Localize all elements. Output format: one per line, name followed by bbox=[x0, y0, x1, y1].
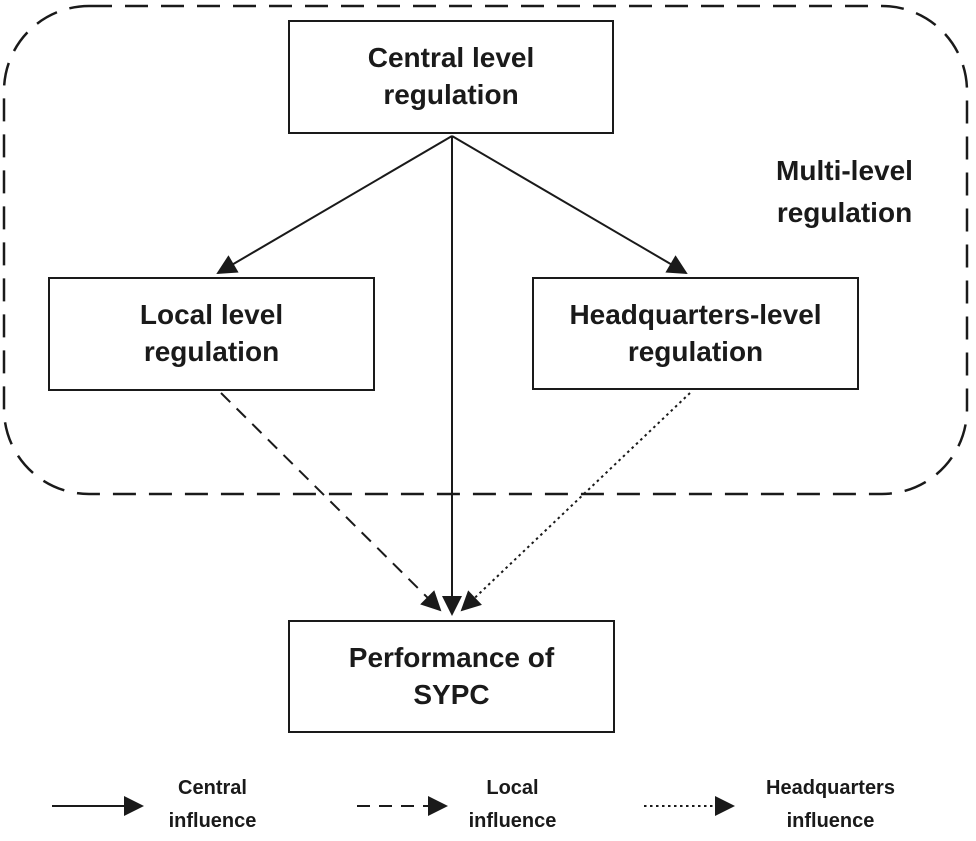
local-level-regulation-label: Local level regulation bbox=[139, 299, 284, 367]
multi-level-regulation-label: Multi-level regulation bbox=[776, 155, 913, 228]
multi-level-region-border bbox=[2, 4, 969, 496]
headquarters-level-regulation-box: Headquarters-level regulation bbox=[532, 277, 859, 390]
legend-local-influence-label: Local influence bbox=[468, 777, 557, 833]
edge-central-to-local bbox=[216, 135, 453, 275]
local-level-regulation-box: Local level regulation bbox=[48, 277, 375, 391]
legend-central-influence-label: Central influence bbox=[168, 777, 257, 833]
legend-headquarters-influence-label: Headquarters influence bbox=[766, 777, 895, 833]
edge-headquarters-to-performance bbox=[460, 392, 691, 612]
performance-of-sypc-box: Performance of SYPC bbox=[288, 620, 615, 733]
edge-central-to-headquarters bbox=[451, 135, 688, 275]
headquarters-level-regulation-label: Headquarters-level regulation bbox=[569, 298, 822, 367]
performance-of-sypc-label: Performance of SYPC bbox=[348, 641, 555, 710]
edge-local-to-performance bbox=[220, 392, 442, 612]
central-level-regulation-label: Central level regulation bbox=[367, 42, 535, 110]
central-level-regulation-box: Central level regulation bbox=[288, 20, 614, 134]
